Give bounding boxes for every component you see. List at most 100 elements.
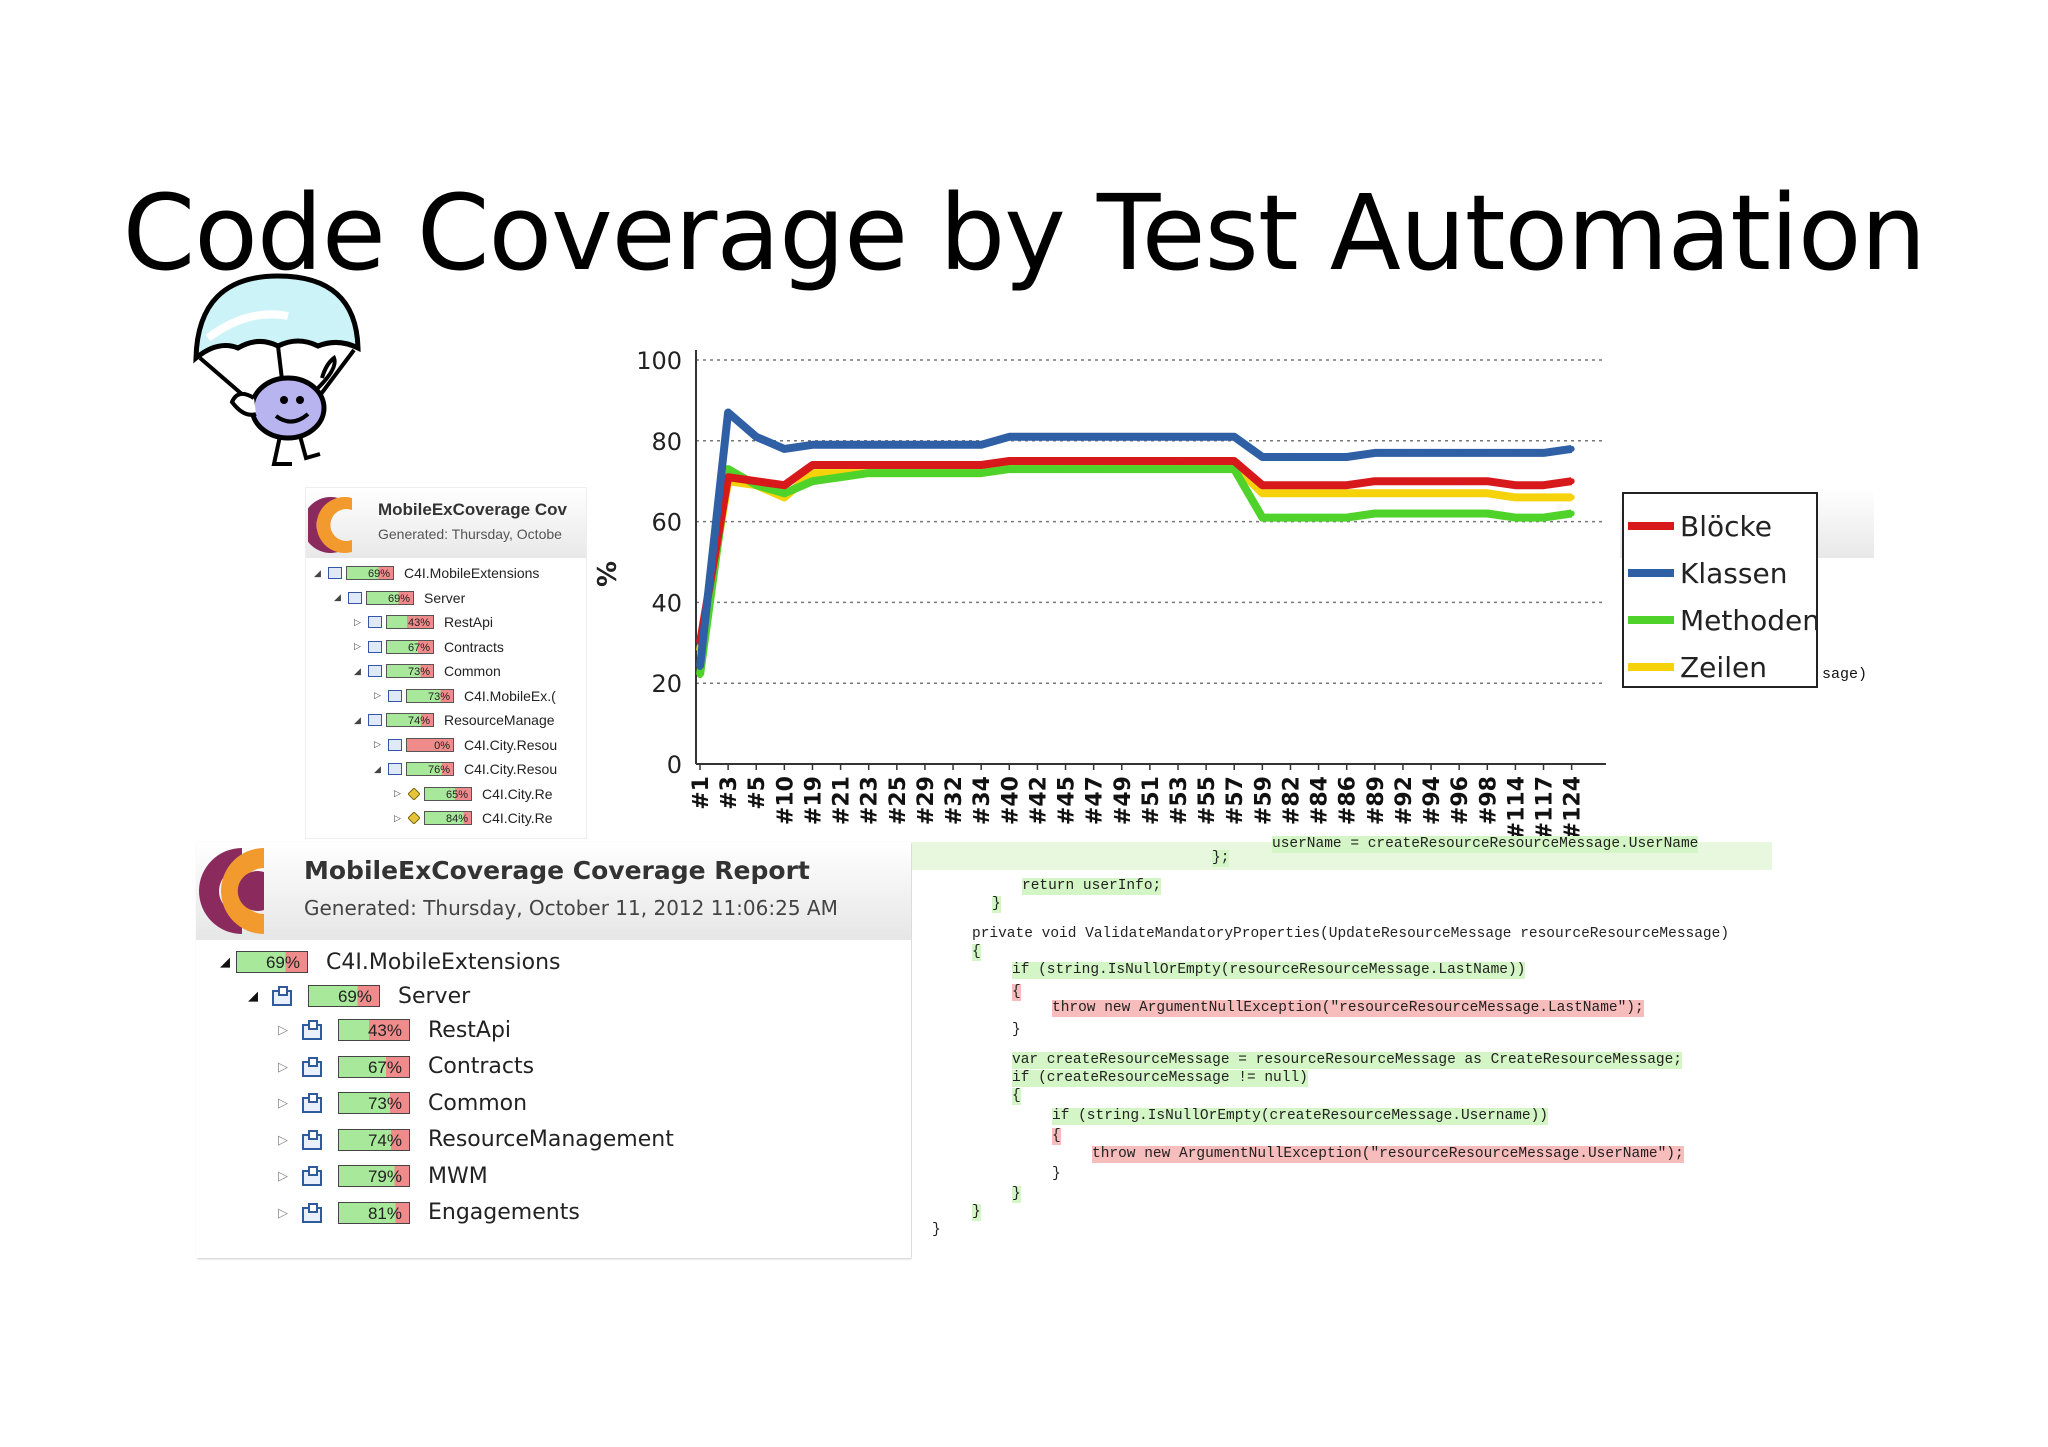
x-tick-label: #34 <box>970 776 995 825</box>
data-point <box>1231 433 1238 440</box>
code-line: } <box>992 896 1001 913</box>
coverage-badge: 0% <box>406 737 454 752</box>
small-tree-row[interactable]: ◢73%Common <box>354 660 501 682</box>
data-point <box>978 470 985 477</box>
collapsed-arrow-icon[interactable]: ▷ <box>278 1058 288 1074</box>
tree-row-restapi[interactable]: ▷43%RestApi <box>278 1014 511 1046</box>
collapsed-arrow-icon[interactable]: ▷ <box>354 616 361 627</box>
small-tree-row[interactable]: ◢69%Server <box>334 587 465 609</box>
x-tick-label: #89 <box>1364 776 1389 825</box>
data-point <box>1034 458 1041 464</box>
namespace-icon <box>302 1166 324 1186</box>
series-line-methoden <box>696 465 1573 676</box>
expanded-arrow-icon[interactable]: ◢ <box>314 567 321 578</box>
x-tick-label: #55 <box>1195 776 1220 825</box>
small-tree-row[interactable]: ▷65%C4I.City.Re <box>394 783 553 805</box>
data-point <box>781 490 788 497</box>
small-tree-row[interactable]: ▷ 0% C4I.City.Resou <box>374 734 557 756</box>
code-line: if (string.IsNullOrEmpty(createResourceM… <box>1052 1108 1548 1125</box>
data-point <box>1484 478 1491 485</box>
coverage-badge: 76% <box>406 762 454 776</box>
small-tree-row[interactable]: ▷84%C4I.City.Re <box>394 807 553 829</box>
data-point <box>1203 458 1210 464</box>
data-point <box>809 462 816 469</box>
tree-row-label: MWM <box>428 1163 488 1189</box>
small-tree-row[interactable]: ▷43%RestApi <box>354 611 493 633</box>
method-icon <box>408 812 420 824</box>
x-tick-label: #10 <box>773 776 798 825</box>
small-tree-row[interactable]: ◢69%C4I.MobileExtensions <box>314 562 539 584</box>
collapsed-arrow-icon[interactable]: ▷ <box>374 690 381 700</box>
coverage-badge: 73% <box>386 664 434 678</box>
class-icon <box>388 689 402 702</box>
collapsed-arrow-icon[interactable]: ▷ <box>278 1095 288 1110</box>
coverage-badge: 69% <box>308 985 380 1007</box>
expanded-arrow-icon[interactable]: ◢ <box>354 665 361 676</box>
data-point <box>893 441 900 448</box>
x-tick-label: #5 <box>745 776 770 810</box>
tree-row-root[interactable]: ◢ 69% C4I.MobileExtensions <box>220 946 560 978</box>
y-tick-label: 80 <box>651 428 682 456</box>
legend-item: Blöcke <box>1628 506 1772 546</box>
expanded-arrow-icon[interactable]: ◢ <box>220 954 230 969</box>
data-point <box>1456 478 1463 485</box>
tree-row-label: Common <box>428 1090 528 1116</box>
collapsed-arrow-icon[interactable]: ▷ <box>278 1204 288 1220</box>
class-icon <box>388 738 402 751</box>
code-line: } <box>1052 1166 1061 1182</box>
expanded-arrow-icon[interactable]: ◢ <box>354 714 361 725</box>
collapsed-arrow-icon[interactable]: ▷ <box>354 641 361 651</box>
x-tick-label: #19 <box>801 776 826 825</box>
collapsed-arrow-icon[interactable]: ▷ <box>394 812 401 823</box>
data-point <box>1146 433 1153 440</box>
x-tick-label: #96 <box>1448 776 1473 825</box>
tree-row-server[interactable]: ◢ 69% Server <box>248 980 470 1012</box>
x-tick-label: #3 <box>717 776 742 810</box>
series-line-klassen <box>696 408 1573 668</box>
legend-item: Klassen <box>1628 553 1787 593</box>
small-tree-row[interactable]: ◢74%ResourceManage <box>354 709 555 731</box>
data-point <box>865 462 872 469</box>
x-tick-label: #94 <box>1420 776 1445 825</box>
tree-row-label: RestApi <box>444 614 494 630</box>
x-tick-label: #124 <box>1561 776 1586 840</box>
expanded-arrow-icon[interactable]: ◢ <box>248 988 258 1003</box>
tree-row-common[interactable]: ▷73%Common <box>278 1087 527 1119</box>
y-tick-label: 100 <box>636 347 682 375</box>
x-tick-label: #53 <box>1167 776 1192 825</box>
code-line: { <box>1012 1088 1021 1105</box>
data-point <box>1512 482 1519 489</box>
tree-row-engagements[interactable]: ▷81%Engagements <box>278 1197 580 1229</box>
data-point <box>921 462 928 469</box>
small-tree-row[interactable]: ▷67%Contracts <box>354 636 504 658</box>
data-point <box>865 441 872 448</box>
coverage-badge: 81% <box>338 1201 410 1224</box>
data-point <box>697 664 703 671</box>
namespace-icon <box>368 640 382 653</box>
x-tick-label: #86 <box>1336 776 1361 825</box>
collapsed-arrow-icon[interactable]: ▷ <box>278 1168 288 1183</box>
data-point <box>725 409 732 416</box>
data-point <box>1484 510 1491 517</box>
small-tree-row[interactable]: ◢76%C4I.City.Resou <box>374 758 557 780</box>
collapsed-arrow-icon[interactable]: ▷ <box>278 1131 288 1147</box>
small-tree-row[interactable]: ▷73%C4I.MobileEx.( <box>374 685 556 707</box>
data-point <box>865 470 872 477</box>
data-point <box>1090 433 1097 440</box>
data-point <box>1231 458 1238 464</box>
tree-row-label: C4I.City.Resou <box>464 736 558 753</box>
expanded-arrow-icon[interactable]: ◢ <box>334 592 341 602</box>
data-point <box>1090 466 1097 473</box>
collapsed-arrow-icon[interactable]: ▷ <box>394 788 401 798</box>
code-line: return userInfo; <box>1022 878 1162 895</box>
x-tick-label: #47 <box>1083 776 1108 825</box>
expanded-arrow-icon[interactable]: ◢ <box>374 763 381 774</box>
tree-row-resourcemanagement[interactable]: ▷74%ResourceManagement <box>278 1124 674 1156</box>
x-tick-label: #1 <box>689 776 714 810</box>
data-point <box>921 470 928 477</box>
collapsed-arrow-icon[interactable]: ▷ <box>374 739 381 749</box>
tree-row-mwm[interactable]: ▷79%MWM <box>278 1160 488 1192</box>
tree-row-contracts[interactable]: ▷67%Contracts <box>278 1051 534 1083</box>
collapsed-arrow-icon[interactable]: ▷ <box>278 1022 288 1037</box>
code-line: throw new ArgumentNullException("resourc… <box>1092 1146 1684 1163</box>
